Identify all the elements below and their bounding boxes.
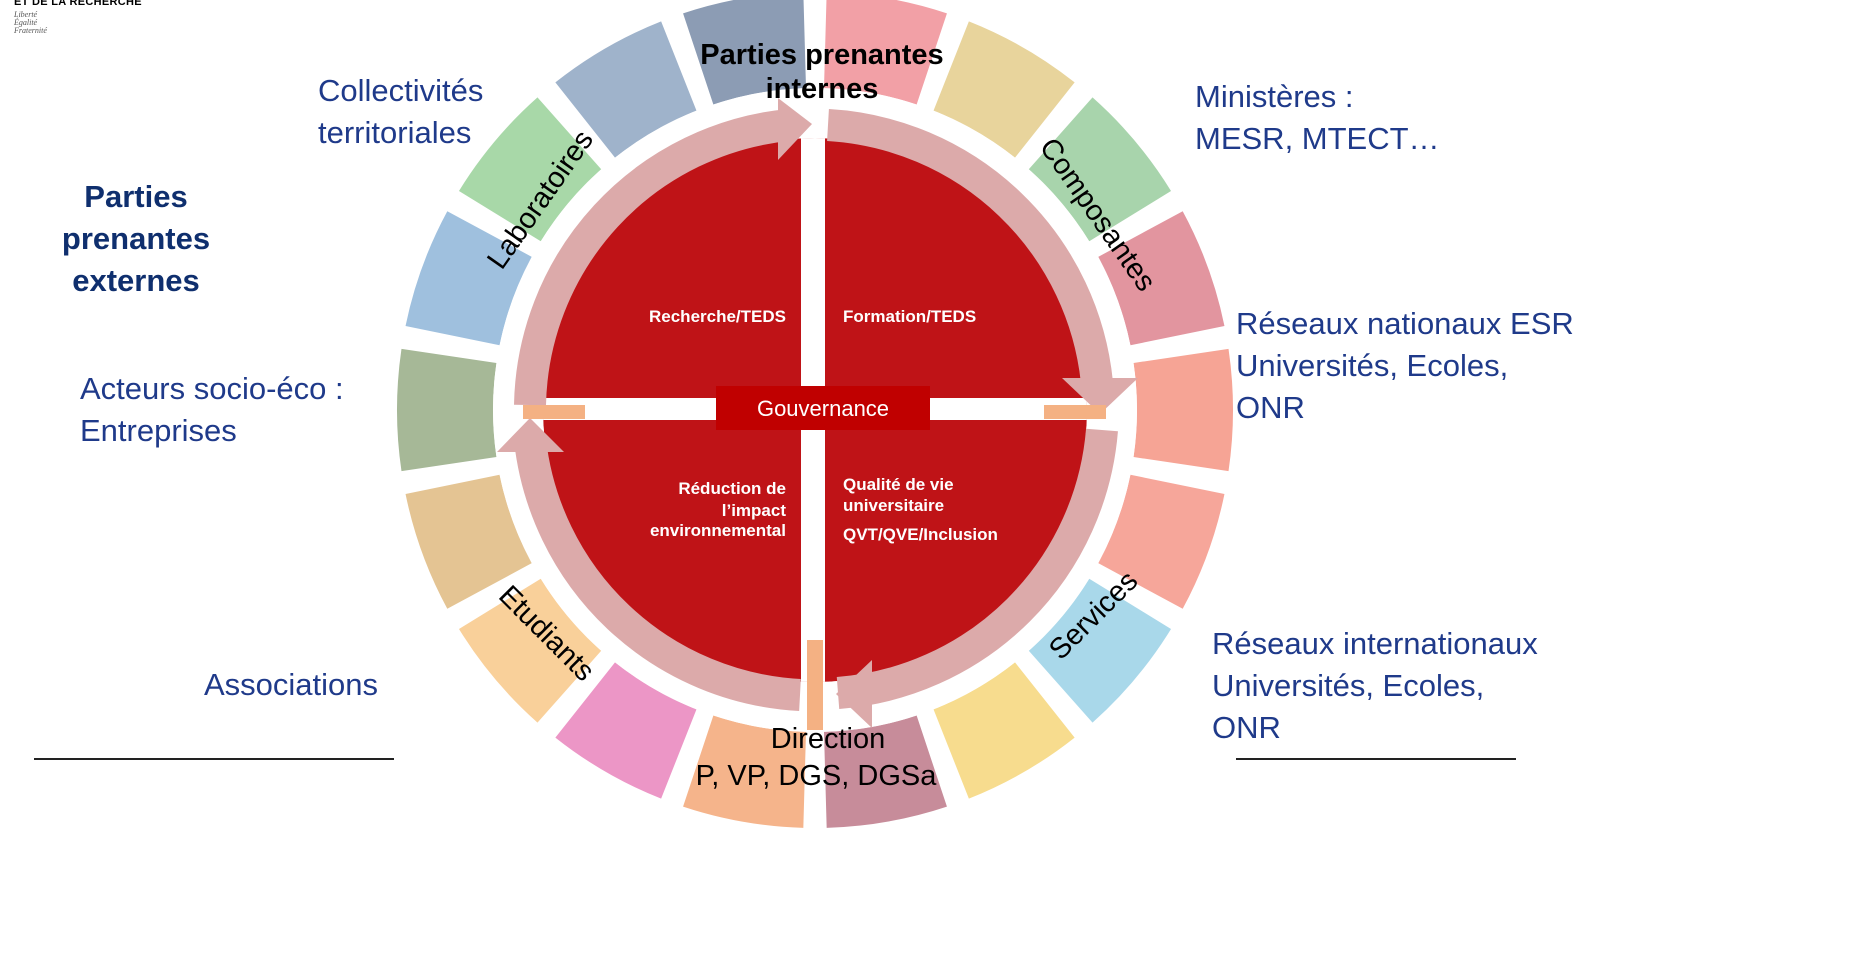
reseaux-nationaux-line2: Universités, Ecoles, — [1236, 348, 1509, 383]
wedge-6 — [1098, 474, 1225, 609]
cycle-arrows — [514, 109, 1118, 711]
wedge-16 — [458, 97, 602, 242]
label-collectivites: Collectivités territoriales — [318, 70, 483, 154]
reseaux-nationaux-line1: Réseaux nationaux ESR — [1236, 306, 1574, 341]
divider-right — [1236, 758, 1516, 760]
label-associations: Associations — [204, 667, 379, 702]
logo-title: ET DE LA RECHERCHE — [14, 0, 142, 8]
wedge-17 — [555, 21, 697, 158]
external-stakeholders-header: Parties prenantes externes — [8, 176, 264, 302]
quadrant-reduction-line1: Réduction de — [678, 479, 786, 498]
wedge-4 — [1098, 211, 1225, 346]
divider-left — [34, 758, 394, 760]
quadrant-qvt: QVT/QVE/Inclusion — [843, 525, 998, 544]
wedge-8 — [933, 662, 1075, 799]
wedge-7 — [1028, 578, 1172, 723]
logo-motto: Liberté Égalité Fraternité — [14, 11, 142, 35]
label-acteurs-socio-eco: Acteurs socio-éco : Entreprises — [80, 368, 344, 452]
motto-fraternite: Fraternité — [14, 26, 47, 35]
connector-right — [1044, 405, 1106, 419]
wedge-14 — [396, 348, 497, 472]
arrowhead-left — [497, 418, 564, 452]
ministry-logo: ET DE LA RECHERCHE Liberté Égalité Frate… — [14, 0, 142, 35]
wedge-12 — [458, 578, 602, 723]
quadrant-reduction-line3: environnemental — [650, 521, 786, 540]
quadrant-formation: Formation/TEDS — [843, 307, 976, 326]
wedge-11 — [555, 662, 697, 799]
wedge-10 — [683, 715, 807, 828]
internal-header-line1: Parties prenantes — [700, 39, 943, 71]
ministeres-line1: Ministères : — [1195, 79, 1354, 114]
reseaux-internationaux-line1: Réseaux internationaux — [1212, 626, 1538, 661]
arrow-arc-bottom-right — [836, 428, 1118, 709]
collectivites-line1: Collectivités — [318, 73, 484, 108]
arrowhead-bottom — [836, 660, 872, 728]
outer-wedge-ring — [396, 0, 1234, 828]
arrow-heads — [497, 98, 1138, 728]
quadrant-qualite-line2: universitaire — [843, 496, 944, 515]
label-reseaux-internationaux: Réseaux internationaux Universités, Ecol… — [1212, 623, 1538, 749]
arrow-arc-top-left — [514, 109, 790, 406]
reseaux-nationaux-line3: ONR — [1236, 390, 1305, 425]
quadrant-reduction-line2: l’impact — [722, 501, 787, 520]
gouvernance-label: Gouvernance — [757, 396, 889, 421]
reseaux-internationaux-line3: ONR — [1212, 710, 1281, 745]
quadrant-qualite-line1: Qualité de vie — [843, 475, 954, 494]
collectivites-line2: territoriales — [318, 115, 472, 150]
wedge-9 — [823, 715, 947, 828]
connector-left — [523, 405, 585, 419]
wedge-18 — [683, 0, 807, 105]
motto-egalite: Égalité — [14, 18, 38, 27]
acteurs-line2: Entreprises — [80, 413, 237, 448]
connector-bottom — [807, 640, 823, 730]
external-header-line1: Parties prenantes — [61, 179, 211, 256]
internal-header-line2: internes — [766, 73, 879, 105]
arrowhead-right — [1062, 378, 1138, 414]
label-reseaux-nationaux: Réseaux nationaux ESR Universités, Ecole… — [1236, 303, 1574, 429]
reseaux-internationaux-line2: Universités, Ecoles, — [1212, 668, 1485, 703]
wedge-5 — [1133, 348, 1234, 472]
direction-line1: Direction — [771, 723, 885, 755]
acteurs-line1: Acteurs socio-éco : — [80, 371, 344, 406]
ministeres-line2: MESR, MTECT… — [1195, 121, 1440, 156]
external-header-line2: externes — [72, 263, 200, 298]
arrowhead-top — [778, 98, 812, 160]
motto-liberte: Liberté — [14, 10, 38, 19]
direction-line2: P, VP, DGS, DGSa — [696, 760, 938, 792]
wedge-15 — [405, 211, 532, 346]
label-ministeres: Ministères : MESR, MTECT… — [1195, 76, 1440, 160]
wedge-3 — [1028, 97, 1172, 242]
arrow-arc-bottom-left — [514, 438, 801, 711]
gouvernance-box — [716, 386, 930, 430]
wedge-2 — [933, 21, 1075, 158]
arrow-arc-top-right — [827, 109, 1113, 385]
quadrant-recherche: Recherche/TEDS — [649, 307, 786, 326]
wedge-1 — [823, 0, 947, 105]
wedge-13 — [405, 474, 532, 609]
